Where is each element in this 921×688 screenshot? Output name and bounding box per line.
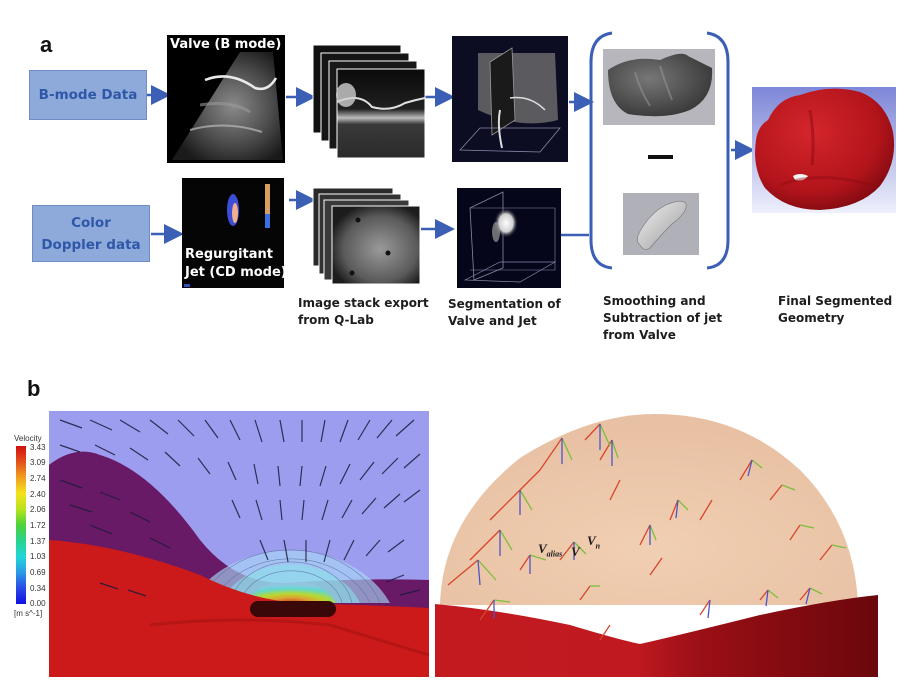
v-alias-label: Valias (538, 541, 563, 559)
caption-final-geometry-line2: Geometry (778, 311, 845, 325)
legend-tick: 1.03 (30, 552, 46, 561)
cfd-velocity-panel (16, 411, 430, 677)
caption-smoothing-line3: from Valve (603, 328, 676, 342)
vector-dome-panel (435, 414, 878, 677)
legend-tick: 2.74 (30, 474, 46, 483)
regurgitant-jet-label-line1: Regurgitant (185, 247, 274, 262)
segmentation-jet-image (457, 188, 561, 288)
smoothed-jet-image (623, 193, 699, 255)
velocity-legend-title: Velocity (14, 434, 42, 443)
legend-tick: 2.06 (30, 505, 46, 514)
panel-a-label: a (40, 32, 53, 57)
b-mode-data-label: B-mode Data (38, 87, 138, 103)
caption-segmentation-line2: Valve and Jet (448, 314, 537, 328)
legend-tick: 3.09 (30, 458, 46, 467)
legend-tick: 0.00 (30, 599, 46, 608)
caption-image-stack-line2: from Q-Lab (298, 313, 374, 327)
v-n-label: Vn (587, 533, 601, 551)
caption-final-geometry: Final Segmented Geometry (778, 293, 892, 327)
minus-operator (648, 155, 673, 159)
legend-tick: 1.72 (30, 521, 46, 530)
caption-smoothing-line2: Subtraction of jet (603, 311, 723, 325)
caption-segmentation: Segmentation of Valve and Jet (448, 296, 561, 330)
legend-tick: 0.34 (30, 584, 46, 593)
caption-smoothing-line1: Smoothing and (603, 294, 706, 308)
velocity-legend-unit: [m s^-1] (14, 609, 43, 618)
legend-tick: 3.43 (30, 443, 46, 452)
segmentation-valve-image (452, 36, 568, 162)
color-doppler-data-box: Color Doppler data (32, 205, 150, 262)
color-doppler-data-label: Color Doppler data (41, 214, 141, 253)
v-label: V (571, 544, 580, 559)
legend-tick: 2.40 (30, 490, 46, 499)
legend-tick: 0.69 (30, 568, 46, 577)
regurgitant-jet-image (182, 178, 284, 288)
caption-image-stack: Image stack export from Q-Lab (298, 295, 429, 329)
regurgitant-jet-label-line2: Jet (CD mode) (185, 265, 287, 280)
valve-b-mode-label: Valve (B mode) (170, 37, 282, 52)
legend-tick: 1.37 (30, 537, 46, 546)
caption-smoothing: Smoothing and Subtraction of jet from Va… (603, 293, 722, 344)
smoothed-valve-image (603, 49, 715, 125)
b-mode-image-stack (312, 44, 426, 159)
caption-segmentation-line1: Segmentation of (448, 297, 561, 311)
valve-b-mode-image (167, 35, 285, 163)
caption-final-geometry-line1: Final Segmented (778, 294, 893, 308)
final-geometry-image (752, 87, 896, 213)
b-mode-data-box: B-mode Data (29, 70, 147, 120)
caption-image-stack-line1: Image stack export (298, 296, 429, 310)
doppler-image-stack (312, 187, 421, 285)
panel-b-label: b (27, 376, 41, 401)
